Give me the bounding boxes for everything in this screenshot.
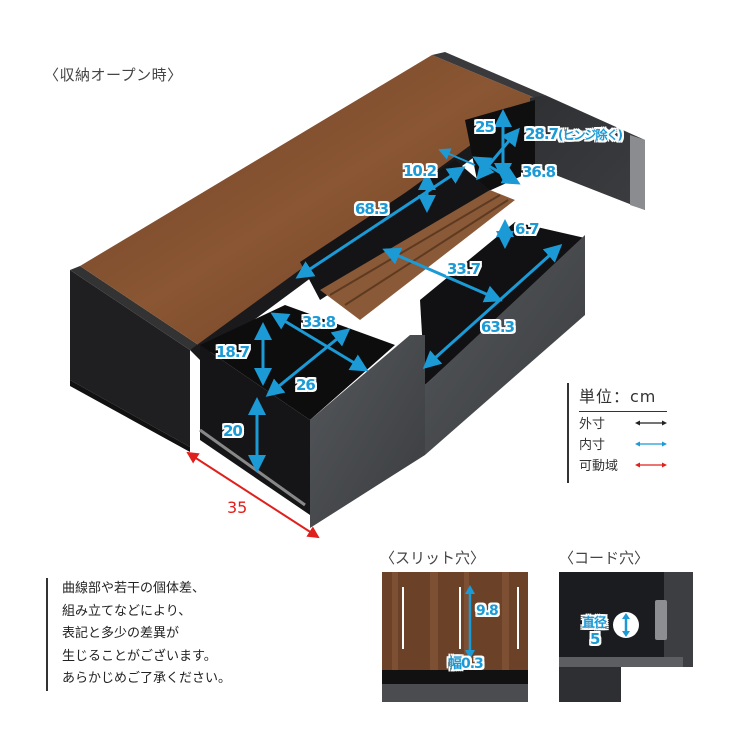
cord-inset-caption: 〈コード穴〉 xyxy=(559,549,650,567)
dim-flap-height: 10.2 xyxy=(403,162,437,180)
dim-right-drawer-depth: 33.7 xyxy=(447,260,481,278)
legend-item-label: 可動域 xyxy=(579,459,619,474)
left-drawer-front xyxy=(310,335,425,528)
disclaimer-note: 曲線部や若干の個体差、 組み立てなどにより、 表記と多少の差異が 生じることがご… xyxy=(46,578,231,691)
left-end-panel xyxy=(70,270,190,447)
note-line: あらかじめご了承ください。 xyxy=(62,671,232,686)
dim-shelf-depth: 25 xyxy=(475,118,495,136)
dim-shelf-width-value: 28.7 xyxy=(525,125,559,143)
cord-inset-image xyxy=(559,572,693,702)
note-line: 表記と多少の差異が xyxy=(62,626,180,641)
slit-inset-caption: 〈スリット穴〉 xyxy=(380,549,486,567)
dim-flap-width: 68.3 xyxy=(355,200,389,218)
cord-diameter-value: 5 xyxy=(590,630,600,648)
dim-drawer-travel: 35 xyxy=(227,498,248,517)
main-view-caption: 〈収納オープン時〉 xyxy=(44,66,183,84)
tv-board-illustration xyxy=(70,52,645,539)
double-arrow-icon xyxy=(635,462,667,467)
unit-legend: 単位：cm 外寸 内寸 可動域 xyxy=(567,383,667,483)
dim-left-drawer-lower-height: 20 xyxy=(223,422,243,440)
dim-shelf-width-note: (ヒンジ除く) xyxy=(558,128,623,142)
legend-item-label: 外寸 xyxy=(579,417,606,432)
double-arrow-icon xyxy=(465,585,475,659)
note-line: 曲線部や若干の個体差、 xyxy=(62,581,206,596)
open-door xyxy=(530,95,645,210)
legend-item-label: 内寸 xyxy=(579,438,606,453)
dim-shelf-width: 28.7(ヒンジ除く) xyxy=(525,125,623,143)
slit-inset-image xyxy=(382,572,528,702)
dim-left-drawer-width: 33.8 xyxy=(302,313,336,331)
cord-diameter-label: 直径 xyxy=(582,616,607,631)
movable-range-arrow xyxy=(186,451,320,539)
slit-width: 幅0.3 xyxy=(448,656,484,672)
note-line: 組み立てなどにより、 xyxy=(62,603,192,619)
double-arrow-icon xyxy=(635,420,667,425)
double-arrow-icon xyxy=(635,441,667,446)
dim-right-drawer-width: 63.3 xyxy=(481,318,515,336)
slit-holes xyxy=(402,587,519,649)
dim-left-drawer-upper-height: 18.7 xyxy=(216,343,250,361)
legend-unit-label: 単位：cm xyxy=(579,383,667,412)
legend-item-movable: 可動域 xyxy=(579,454,667,475)
legend-item-outer: 外寸 xyxy=(579,412,667,433)
dim-shelf-height: 36.8 xyxy=(522,163,556,181)
dim-right-drawer-height: 6.7 xyxy=(515,220,540,238)
dim-left-drawer-depth: 26 xyxy=(296,376,316,394)
legend-item-inner: 内寸 xyxy=(579,433,667,454)
double-arrow-icon xyxy=(622,613,630,637)
slit-length: 9.8 xyxy=(476,603,499,619)
note-line: 生じることがございます。 xyxy=(62,648,217,664)
